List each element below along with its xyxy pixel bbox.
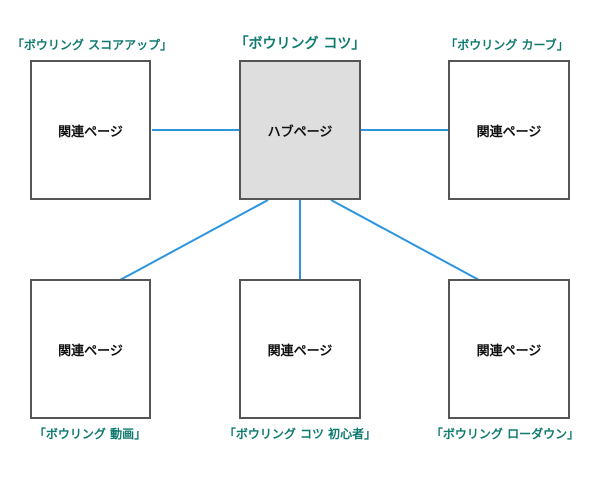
label-hub: 「ボウリング コツ」: [234, 36, 366, 52]
hub-page-box: ハブページ: [239, 60, 361, 200]
related-page-box-top-right: 関連ページ: [448, 60, 570, 200]
label-bottom-left: 「ボウリング 動画」: [33, 427, 147, 441]
label-top-right: 「ボウリング カーブ」: [445, 38, 569, 52]
related-page-text: 関連ページ: [58, 343, 123, 359]
hub-page-text: ハブページ: [267, 124, 333, 140]
label-bottom-right: 「ボウリング ローダウン」: [430, 427, 580, 441]
related-page-box-bottom-center: 関連ページ: [239, 279, 361, 419]
related-page-text: 関連ページ: [476, 343, 542, 359]
related-page-box-top-left: 関連ページ: [30, 60, 151, 200]
connector-hub-to-bottom-right: [330, 199, 480, 281]
related-page-text: 関連ページ: [267, 343, 333, 359]
related-page-box-bottom-left: 関連ページ: [30, 279, 151, 419]
related-page-box-bottom-right: 関連ページ: [448, 279, 570, 419]
label-bottom-center: 「ボウリング コツ 初心者」: [223, 427, 377, 441]
connector-hub-to-bottom-left: [119, 199, 269, 281]
related-page-text: 関連ページ: [476, 124, 542, 140]
related-page-text: 関連ページ: [58, 124, 123, 140]
label-top-left: 「ボウリング スコアアップ」: [11, 38, 173, 52]
